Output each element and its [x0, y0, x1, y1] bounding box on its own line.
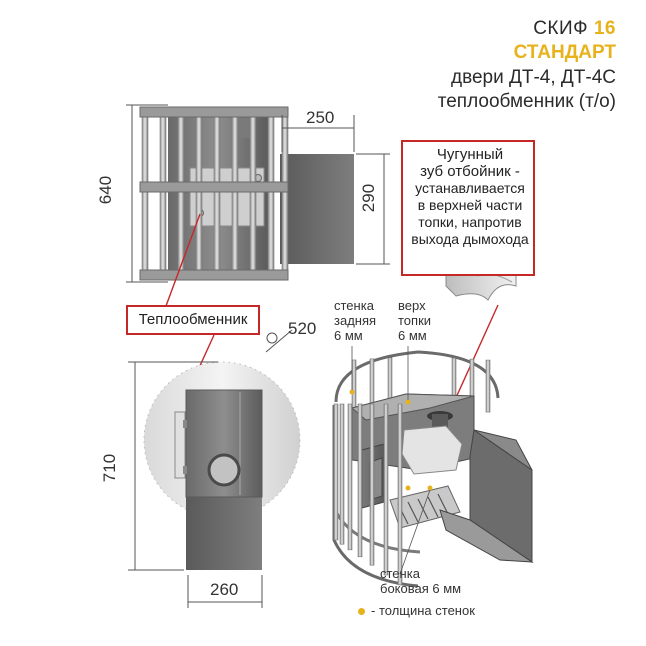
- note-side-wall: стенка боковая 6 мм: [380, 566, 461, 596]
- note-side-wall-line-2: боковая 6 мм: [380, 581, 462, 596]
- front-view: [139, 106, 354, 281]
- note-rear-wall-line-2: задняя: [334, 313, 377, 328]
- legend-text: - толщина стенок: [371, 603, 475, 618]
- front-cage-bar: [195, 107, 203, 281]
- callout-line-6: выхода дымохода: [411, 231, 529, 247]
- cutaway-front-bar: [339, 403, 345, 545]
- cage-middle-ring: [139, 181, 289, 193]
- cutaway-view: [332, 350, 534, 588]
- note-top-firebox-line-3: 6 мм: [398, 328, 427, 343]
- cutaway-front-bar: [383, 403, 389, 576]
- note-rear-wall-line-1: стенка: [334, 298, 374, 313]
- note-top-firebox-line-1: верх: [398, 298, 426, 313]
- dim-front-top-width: 250: [306, 108, 335, 127]
- cutaway-back-bar: [351, 359, 357, 413]
- dim-diameter: 520: [288, 319, 317, 338]
- chimney-pipe: [432, 414, 448, 428]
- callout-line-1: Чугунный: [436, 146, 504, 163]
- dim-front-height: 640: [96, 175, 116, 205]
- title-variant: СТАНДАРТ: [513, 42, 616, 63]
- callout-line-2: зуб отбойник -: [420, 163, 520, 180]
- front-cage-bar: [281, 107, 289, 281]
- cutaway-front-bar: [333, 403, 339, 541]
- cutaway-front-bar: [397, 403, 403, 586]
- title-doors: двери ДТ-4, ДТ-4С: [450, 67, 616, 88]
- note-side-wall-line-1: стенка: [380, 566, 420, 581]
- cage-bottom-ring: [139, 269, 289, 281]
- cutaway-front-bar: [357, 403, 363, 558]
- top-view: [143, 361, 301, 570]
- cutaway-tunnel-top: [473, 429, 533, 471]
- legend-dot: [358, 608, 365, 616]
- front-cage-bar: [249, 107, 257, 281]
- chimney-outlet: [207, 453, 241, 487]
- dim-tunnel-width: 260: [210, 580, 239, 599]
- exchanger-top: [174, 411, 186, 479]
- note-leaders: [351, 346, 431, 575]
- firebox-top: [350, 393, 475, 421]
- callout-text: Чугунный зуб отбойник - устанавливается …: [408, 146, 532, 248]
- callout-line-4: в верхней части: [417, 197, 523, 213]
- top-body-outline: [185, 389, 263, 498]
- top-tunnel: [186, 497, 262, 570]
- top-dimension-lines: [128, 329, 293, 608]
- front-cage-bar: [231, 107, 239, 281]
- cutaway-front-bar: [369, 403, 375, 566]
- note-rear-wall-line-3: 6 мм: [334, 328, 363, 343]
- cutaway-tunnel-bottom: [439, 509, 534, 563]
- front-cage-bar: [141, 107, 149, 281]
- note-top-firebox: верх топки 6 мм: [398, 298, 431, 343]
- grate: [389, 485, 461, 529]
- front-cage-bar: [213, 107, 221, 281]
- cage-top-ring: [139, 106, 289, 118]
- note-top-firebox-line-2: топки: [398, 313, 432, 328]
- exchanger-nozzle: [183, 420, 187, 428]
- note-rear-wall: стенка задняя 6 мм: [334, 298, 376, 343]
- front-dimension-lines: [126, 104, 390, 283]
- dim-tunnel-height: 290: [359, 183, 379, 213]
- front-cage-bar: [177, 107, 185, 281]
- exchanger-nozzle-2: [183, 466, 187, 474]
- title-exchanger: теплообменник (т/о): [437, 91, 616, 112]
- cutaway-back-bar: [485, 359, 491, 413]
- callout-box: [401, 140, 535, 276]
- front-cage-bar: [267, 107, 275, 281]
- dim-top-depth: 710: [100, 453, 120, 483]
- title-model: СКИФ 16: [533, 18, 616, 40]
- title-model-number: 16: [593, 18, 616, 39]
- title-model-name: СКИФ: [533, 18, 589, 39]
- inner-tooth: [401, 425, 463, 475]
- cutaway-front-bar: [347, 403, 353, 551]
- callout-line-3: устанавливается: [415, 180, 525, 196]
- front-cage-bar: [159, 107, 167, 281]
- exchanger-label: Теплообменник: [126, 305, 260, 335]
- legend: - толщина стенок: [358, 603, 475, 618]
- front-tunnel: [280, 154, 354, 264]
- thickness-dots: [349, 389, 433, 491]
- callout-line-5: топки, напротив: [418, 214, 522, 230]
